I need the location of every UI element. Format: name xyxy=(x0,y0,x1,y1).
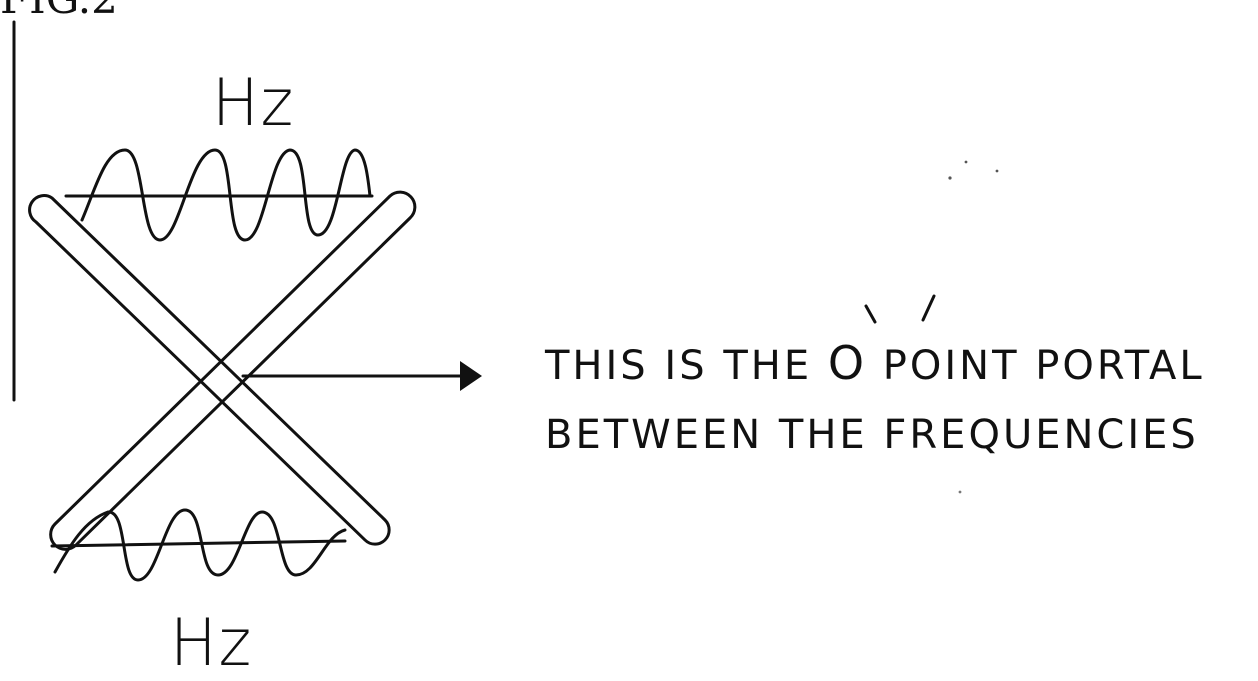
bottom-baseline xyxy=(52,541,345,546)
zero-emphasis-right xyxy=(923,296,934,320)
speck xyxy=(965,161,968,164)
annotation-line-1: THIS IS THE O POINT PORTAL xyxy=(545,340,1205,386)
zero-point-symbol: O xyxy=(828,340,867,386)
speck xyxy=(996,170,999,173)
speck xyxy=(948,176,951,179)
top-frequency-label: Hz xyxy=(212,70,295,135)
zero-emphasis-left xyxy=(866,306,875,322)
annotation-before-zero: THIS IS THE xyxy=(545,343,828,389)
annotation-after-zero: POINT PORTAL xyxy=(867,343,1205,389)
speck xyxy=(959,491,962,494)
bottom-frequency-label: Hz xyxy=(170,610,253,675)
annotation-line-2: BETWEEN THE FREQUENCIES xyxy=(545,415,1199,455)
pointer-arrow-head xyxy=(460,361,482,391)
